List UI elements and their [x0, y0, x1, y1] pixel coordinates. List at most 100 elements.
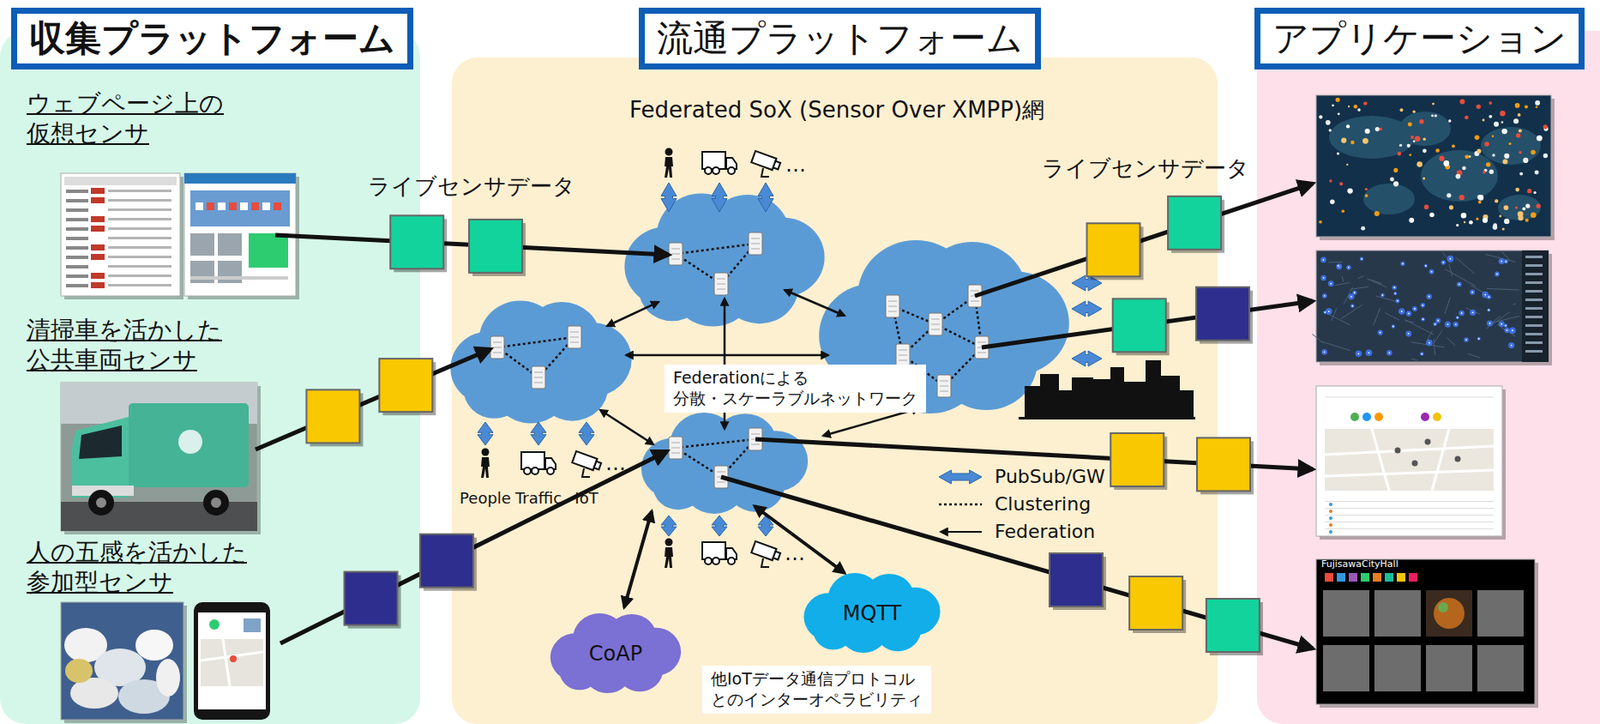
truck-hub	[96, 497, 107, 508]
truck-photo	[60, 382, 258, 531]
map-road	[1467, 353, 1480, 358]
map-dot	[1488, 295, 1491, 298]
camera-grid-icon	[1384, 572, 1394, 582]
map-dot	[1501, 128, 1507, 134]
map-road	[1335, 282, 1350, 285]
map-dot	[1408, 217, 1414, 223]
server-slot	[970, 290, 980, 292]
map-dot	[1517, 210, 1524, 217]
web-cell	[90, 225, 105, 232]
server-icon	[668, 242, 683, 265]
person-icon	[665, 538, 674, 547]
pubsub-arrow	[711, 182, 728, 212]
app-screenshots	[1311, 95, 1555, 708]
web-row	[108, 255, 172, 259]
legend-label: PubSub/GW	[992, 465, 1108, 488]
map-dot	[1530, 212, 1537, 219]
map-dot	[1476, 149, 1481, 154]
web-row	[66, 189, 89, 193]
phone-image	[243, 618, 261, 632]
map-dot	[1323, 310, 1327, 314]
map-dot	[1447, 323, 1450, 325]
map-dot	[1482, 217, 1488, 223]
data-packet	[1087, 222, 1141, 277]
map-road	[1320, 341, 1351, 351]
interop-arrow	[754, 505, 845, 573]
person-icon	[664, 156, 674, 178]
city-map-screenshot	[1316, 250, 1549, 362]
map-road	[1358, 276, 1365, 279]
map-dot	[1353, 291, 1356, 294]
map-dot	[1429, 212, 1434, 217]
more-devices: …	[784, 541, 806, 565]
map-dot	[1492, 224, 1498, 230]
federation-arrow	[625, 354, 829, 357]
map-dot	[1533, 191, 1537, 194]
web-cell	[90, 282, 105, 289]
map-dot	[1508, 342, 1515, 349]
callout-box: 他IoTデータ通信プロトコル とのインターオペラビリティ	[702, 665, 932, 714]
map-dot	[1323, 350, 1326, 353]
map-dot	[1459, 194, 1465, 200]
map-dot	[1521, 206, 1526, 211]
pubsub-arrow	[477, 421, 494, 446]
map-dot	[1396, 300, 1399, 302]
web-box	[248, 233, 289, 268]
map-road	[1366, 278, 1387, 288]
legend-label: Clustering	[992, 493, 1094, 515]
map-dot	[1328, 310, 1330, 313]
map-dot	[1442, 261, 1444, 264]
map-dot	[1434, 114, 1438, 117]
map-dot	[1357, 352, 1360, 355]
sox-network	[450, 193, 1196, 514]
server-slot	[671, 442, 680, 444]
map-dot	[1331, 103, 1335, 107]
node-label: 清掃車を活かした 公共車両センサ	[26, 314, 223, 375]
map-road	[1447, 337, 1456, 346]
report-rule	[1324, 396, 1494, 398]
data-packet	[1167, 196, 1222, 250]
node-label: CoAP	[589, 640, 643, 667]
map-dot	[1408, 153, 1412, 157]
server-slot	[898, 360, 908, 361]
web-cell	[90, 253, 105, 260]
truck-cab	[72, 416, 129, 498]
report-pin	[1425, 439, 1432, 446]
map-dot	[1481, 291, 1489, 299]
camera-tile	[1425, 589, 1473, 637]
report-map	[1324, 428, 1494, 491]
web-thumb	[217, 260, 242, 283]
flow-label: ライブセンサデータ	[367, 174, 576, 199]
person-icon	[664, 547, 674, 568]
map-road	[1373, 307, 1381, 325]
map-dot	[1335, 97, 1341, 103]
server-slot	[751, 433, 760, 435]
web-row	[108, 189, 172, 193]
camera-tile	[1477, 589, 1524, 637]
map-dot	[1535, 203, 1540, 208]
camera-tile	[1323, 589, 1370, 637]
map-dot	[1360, 226, 1366, 231]
world-map-screenshot	[1316, 95, 1552, 237]
map-dot	[1407, 122, 1413, 127]
building-silhouette	[1110, 366, 1125, 419]
text-line: 参加型センサ	[26, 566, 247, 597]
garbage-bag	[135, 629, 174, 661]
server-slot	[716, 283, 726, 285]
map-dot	[1410, 135, 1414, 139]
legend-federation-sample	[940, 530, 982, 533]
map-dot	[1397, 151, 1402, 157]
map-dot	[1412, 306, 1418, 312]
map-dot	[1502, 227, 1505, 230]
building-ground	[1018, 416, 1196, 420]
person-icon	[481, 457, 490, 478]
map-dot	[1341, 138, 1347, 144]
server-icon	[567, 325, 582, 349]
map-dot	[1350, 303, 1355, 308]
map-dot	[1413, 307, 1416, 310]
building-silhouette	[1145, 360, 1161, 419]
report-icon	[1362, 412, 1372, 422]
map-dot	[1478, 194, 1485, 201]
map-dot	[1517, 113, 1522, 117]
device-icons	[477, 148, 1102, 569]
